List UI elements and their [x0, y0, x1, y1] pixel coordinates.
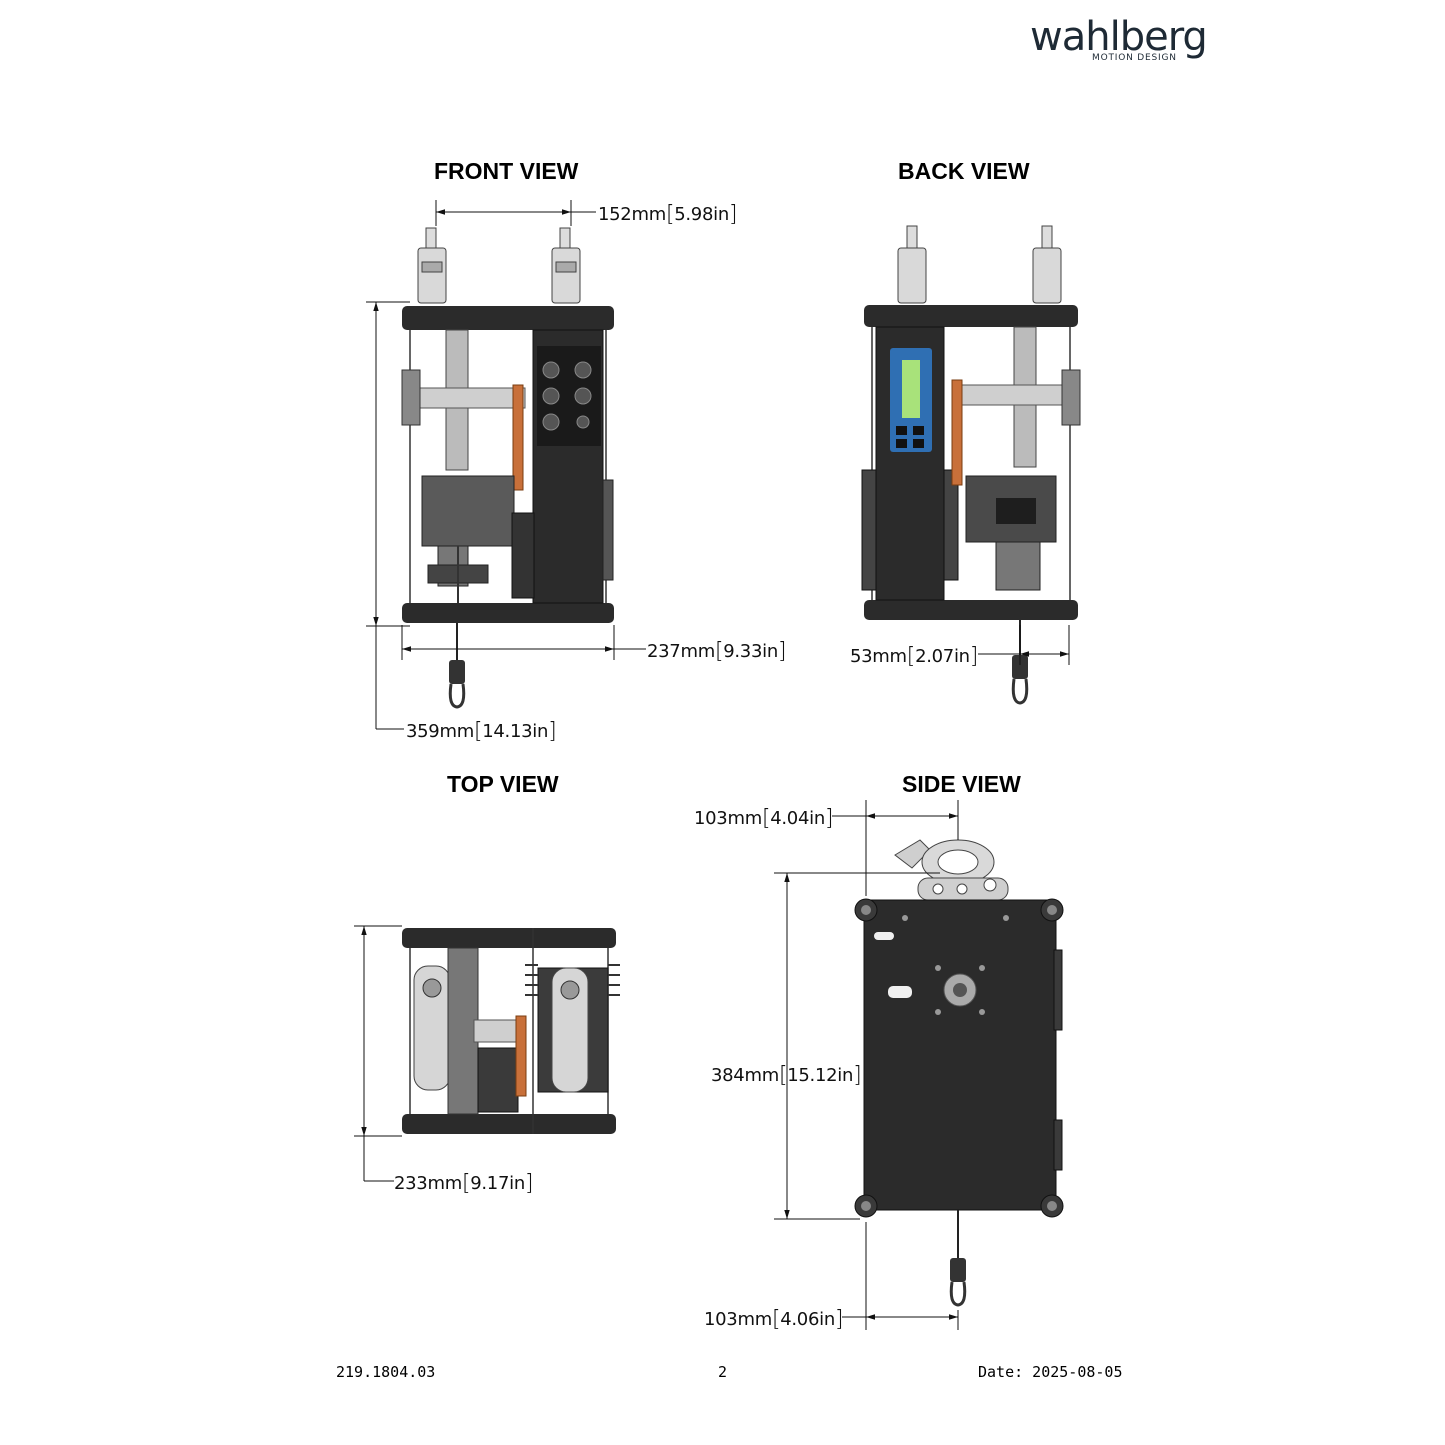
- dim-mm: 237mm: [647, 641, 715, 662]
- front-clamp-left: [417, 227, 447, 304]
- side-clamp: [894, 839, 1009, 901]
- document-number: 219.1804.03: [336, 1363, 436, 1381]
- front-clamp-right: [551, 227, 581, 304]
- dim-mm: 103mm: [704, 1309, 772, 1330]
- front-overall-width-dimension: 237mm[9.33in]: [647, 639, 787, 664]
- dim-mm: 53mm: [850, 646, 907, 667]
- side-clamp-offset-dimension: 103mm[4.04in]: [694, 806, 834, 831]
- back-clamp-right: [1032, 225, 1062, 304]
- logo-tagline: MOTION DESIGN: [1092, 53, 1177, 63]
- side-view-drawing: [774, 800, 1064, 1330]
- front-motor: [421, 475, 515, 547]
- front-height-dimension: 359mm[14.13in]: [406, 719, 557, 744]
- dim-mm: 152mm: [598, 204, 666, 225]
- back-view-drawing: [861, 225, 1081, 705]
- company-logo: wahlberg MOTION DESIGN: [1030, 14, 1220, 70]
- side-cable-offset-dimension: 103mm[4.06in]: [704, 1307, 844, 1332]
- front-bottom-bar: [402, 603, 614, 623]
- back-cable-offset-dimension: 53mm[2.07in]: [850, 644, 979, 669]
- front-view-title: FRONT VIEW: [434, 158, 579, 184]
- front-width-dimension: 152mm[5.98in]: [598, 202, 738, 227]
- dim-in: 4.04in: [770, 808, 825, 829]
- dim-in: 15.12in: [787, 1065, 854, 1086]
- dim-in: 5.98in: [674, 204, 729, 225]
- side-plate: [863, 899, 1057, 1211]
- logo-wordmark: wahlberg: [1030, 14, 1208, 60]
- top-view-drawing: [354, 925, 620, 1182]
- side-view-title: SIDE VIEW: [902, 771, 1021, 797]
- front-shaft: [409, 387, 526, 409]
- back-lcd-screen: [902, 360, 920, 418]
- dim-mm: 103mm: [694, 808, 762, 829]
- page-number: 2: [718, 1363, 728, 1381]
- dim-mm: 384mm: [711, 1065, 779, 1086]
- side-height-dimension: 384mm[15.12in]: [711, 1063, 862, 1088]
- back-clamp-left: [897, 225, 927, 304]
- dim-mm: 233mm: [394, 1173, 462, 1194]
- dim-in: 9.17in: [470, 1173, 525, 1194]
- front-belt: [512, 384, 524, 491]
- dim-in: 2.07in: [915, 646, 970, 667]
- top-view-title: TOP VIEW: [447, 771, 559, 797]
- front-top-bar: [402, 306, 614, 330]
- document-date: Date: 2025-08-05: [978, 1363, 1123, 1381]
- front-view-drawing: [366, 200, 646, 730]
- dim-mm: 359mm: [406, 721, 474, 742]
- dim-in: 4.06in: [780, 1309, 835, 1330]
- back-view-title: BACK VIEW: [898, 158, 1030, 184]
- top-depth-dimension: 233mm[9.17in]: [394, 1171, 534, 1196]
- dim-in: 9.33in: [723, 641, 778, 662]
- dim-in: 14.13in: [482, 721, 549, 742]
